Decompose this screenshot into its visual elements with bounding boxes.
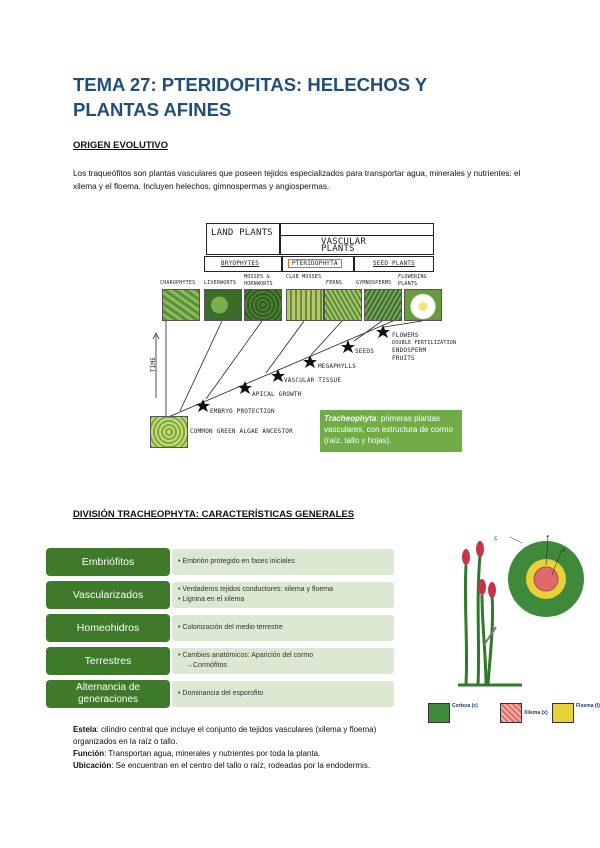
legend-corteza: Corteza (c) bbox=[452, 703, 478, 709]
milestone-8: FRUITS bbox=[392, 355, 415, 362]
thumb-label-1: LIVERWORTS bbox=[204, 280, 237, 286]
label-x: x bbox=[562, 547, 566, 554]
note-text: : primeras plantas vasculares, con estru… bbox=[324, 414, 453, 445]
row-label-terrestres: Terrestres bbox=[46, 647, 170, 675]
club-mosses-image bbox=[286, 289, 324, 321]
definition-estela: Estela: cilindro central que incluye el … bbox=[73, 725, 377, 746]
legend-floema: Floema (f) bbox=[576, 703, 600, 709]
legend-xilema-swatch bbox=[500, 703, 522, 723]
milestone-7: ENDOSPERM bbox=[392, 347, 427, 354]
bryophytes-label: BRYOPHYTES bbox=[221, 260, 260, 267]
thumb-label-5: GYMNOSPERMS bbox=[356, 280, 392, 286]
evolution-lines bbox=[152, 320, 423, 419]
vascular-plants-label: VASCULAR PLANTS bbox=[321, 237, 366, 254]
row-content-vascularizados: • Verdaderos tejidos conductores: xilema… bbox=[172, 582, 394, 608]
flowering-plants-image bbox=[404, 289, 442, 321]
row-label-embriofitos: Embriófitos bbox=[46, 548, 170, 576]
seed-plants-box: SEED PLANTS bbox=[354, 256, 434, 272]
tracheophyta-note: Tracheophyta: primeras plantas vasculare… bbox=[320, 410, 462, 452]
row-label-homeohidros: Homeohidros bbox=[46, 614, 170, 642]
row-label-alternancia: Alternancia de generaciones bbox=[46, 680, 170, 708]
legend-corteza-swatch bbox=[428, 703, 450, 723]
time-label: TIME bbox=[150, 356, 158, 373]
mosses-image bbox=[244, 289, 282, 321]
milestone-4: SEEDS bbox=[355, 348, 375, 355]
definition-ubicacion: Ubicación: Se encuentran en el centro de… bbox=[73, 761, 371, 770]
row-content-alternancia: • Dominancia del esporofito bbox=[172, 681, 394, 707]
thumb-label-6: FLOWERING PLANTS bbox=[398, 274, 427, 287]
section-heading-origen: ORIGEN EVOLUTIVO bbox=[73, 140, 169, 151]
land-plants-box: LAND PLANTS bbox=[206, 223, 280, 255]
section-heading-tracheophyta: DIVISIÓN TRACHEOPHYTA: CARACTERÍSTICAS G… bbox=[73, 509, 355, 520]
thumb-label-2: MOSSES & HORNWORTS bbox=[244, 274, 273, 287]
row-content-embriofitos: • Embrión protegido en fases iniciales bbox=[172, 549, 394, 575]
gymnosperms-image bbox=[364, 289, 402, 321]
milestone-3: MEGAPHYLLS bbox=[318, 363, 357, 370]
thumb-label-3: CLUB MOSSES bbox=[286, 274, 322, 280]
evolution-diagram: LAND PLANTS VASCULAR PLANTS BRYOPHYTES P… bbox=[148, 223, 468, 455]
charophytes-image bbox=[162, 289, 200, 321]
pteridophyta-box: PTERIDOPHYTA bbox=[282, 256, 354, 272]
row-content-terrestres: • Cambios anatómicos: Aparición del corm… bbox=[172, 648, 394, 674]
milestone-2: VASCULAR TISSUE bbox=[284, 377, 342, 384]
stem-illustration bbox=[458, 536, 584, 687]
label-c: c bbox=[494, 535, 498, 542]
milestone-5: FLOWERS bbox=[392, 332, 419, 339]
stem-diagram: c f x bbox=[452, 535, 600, 725]
ferns-image bbox=[324, 289, 362, 321]
legend-xilema: Xilema (x) bbox=[524, 710, 548, 716]
bryophytes-box: BRYOPHYTES bbox=[204, 256, 282, 272]
page-title: TEMA 27: PTERIDOFITAS: HELECHOS Y PLANTA… bbox=[73, 74, 427, 120]
seed-plants-label: SEED PLANTS bbox=[373, 260, 415, 267]
ancestor-label: COMMON GREEN ALGAE ANCESTOR bbox=[190, 428, 293, 435]
vascular-plants-box: VASCULAR PLANTS bbox=[280, 235, 434, 255]
note-term: Tracheophyta bbox=[324, 414, 377, 423]
row-label-vascularizados: Vascularizados bbox=[46, 581, 170, 609]
definition-funcion: Función: Transportan agua, minerales y n… bbox=[73, 749, 321, 758]
thumb-label-0: CHAROPHYTES bbox=[160, 280, 196, 286]
thumb-label-4: FERNS bbox=[326, 280, 343, 286]
land-plants-label: LAND PLANTS bbox=[211, 228, 273, 238]
label-f: f bbox=[546, 535, 550, 542]
header-top-right bbox=[280, 223, 434, 238]
milestone-1: APICAL GROWTH bbox=[252, 391, 302, 398]
liverworts-image bbox=[204, 289, 242, 321]
legend-floema-swatch bbox=[552, 703, 574, 723]
intro-paragraph: Los traqueófitos son plantas vasculares … bbox=[73, 169, 521, 191]
milestone-0: EMBRYO PROTECTION bbox=[210, 408, 275, 415]
pteridophyta-label: PTERIDOPHYTA bbox=[288, 259, 342, 268]
row-content-homeohidros: • Colonización del medio terrestre bbox=[172, 615, 394, 641]
milestone-6: DOUBLE FERTILIZATION bbox=[392, 340, 457, 346]
algae-ancestor-image bbox=[150, 416, 188, 448]
